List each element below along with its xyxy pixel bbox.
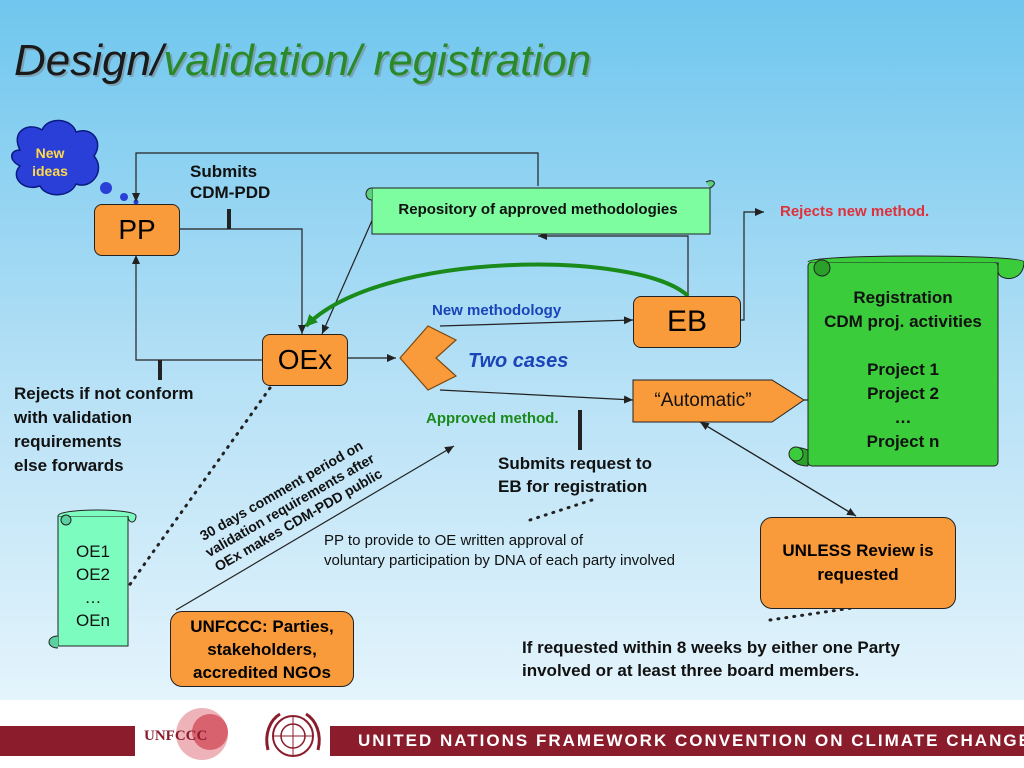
- unless-line: UNLESS Review is: [782, 541, 934, 560]
- repository-to-pp-line: [132, 152, 539, 202]
- rejects-line: with validation: [14, 408, 133, 427]
- automatic-label: “Automatic”: [654, 390, 752, 411]
- pp-provide-line: PP to provide to OE written approval of: [324, 532, 584, 549]
- rejects-new-method-label: Rejects new method.: [780, 203, 930, 220]
- oe-line: …: [84, 588, 102, 607]
- pp-box: PP: [94, 204, 180, 256]
- if-requested-text: If requested within 8 weeks by either on…: [522, 636, 900, 682]
- eb-box: EB: [633, 296, 741, 348]
- parties-line: accredited NGOs: [193, 662, 331, 682]
- two-cases-label: Two cases: [468, 350, 569, 372]
- footer-banner: UNITED NATIONS FRAMEWORK CONVENTION ON C…: [330, 726, 1024, 756]
- submits-request-line: EB for registration: [498, 477, 648, 496]
- new-ideas-cloud-icon: [11, 119, 139, 205]
- rejects-line: Rejects if not conform: [14, 384, 194, 403]
- unfccc-to-two-cases-line: [175, 445, 455, 611]
- registration-line: Project n: [866, 432, 940, 451]
- automatic-box: [632, 379, 805, 423]
- un-emblem-icon: [265, 712, 321, 757]
- pp-provide-line: voluntary participation by DNA of each p…: [324, 552, 676, 569]
- title-part-2: validation/ registration: [163, 36, 592, 85]
- if-requested-line: involved or at least three board members…: [522, 661, 860, 680]
- oex-box: OEx: [262, 334, 348, 386]
- parties-line: stakeholders,: [207, 639, 317, 659]
- two-cases-to-eb-line: [439, 316, 634, 327]
- pp-provide-text: PP to provide to OE written approval of …: [324, 531, 675, 571]
- oe-line: OE1: [75, 542, 111, 561]
- unless-line: requested: [817, 565, 899, 584]
- unless-review-box: UNLESS Review is requested: [760, 517, 956, 609]
- registration-line: Project 1: [867, 360, 939, 379]
- oe-line: OE2: [75, 565, 111, 584]
- submits-line-2: CDM-PDD: [190, 183, 271, 202]
- registration-line: Registration: [853, 288, 953, 307]
- eb-label: EB: [666, 305, 708, 338]
- dotted-connector: [124, 386, 272, 592]
- if-requested-line: If requested within 8 weeks by either on…: [522, 638, 900, 657]
- unfccc-logo: UNFCCC: [144, 708, 228, 760]
- footer-band-left: [0, 726, 135, 756]
- dotted-connector: [528, 498, 594, 522]
- approved-method-label: Approved method.: [426, 410, 559, 427]
- footer-banner-text: UNITED NATIONS FRAMEWORK CONVENTION ON C…: [358, 731, 1024, 750]
- registration-line: Project 2: [867, 384, 939, 403]
- oe-scroll: [48, 509, 137, 649]
- title-part-1: Design/: [14, 36, 164, 85]
- repository-to-oex-line: [321, 206, 379, 335]
- registration-line: …: [894, 408, 912, 427]
- automatic-unless-line-back: [699, 421, 857, 517]
- two-cases-to-automatic-line: [439, 389, 634, 404]
- eb-to-rejects-line: [740, 208, 764, 321]
- registration-line: [808, 334, 998, 358]
- rejects-line: requirements: [14, 432, 122, 451]
- pp-label: PP: [118, 214, 156, 245]
- eb-to-oex-curve: [304, 262, 690, 328]
- rejects-if-not-conform-text: Rejects if not conform with validation r…: [14, 382, 193, 478]
- submits-request-line: Submits request to: [498, 454, 652, 473]
- oex-to-pp-line: [132, 255, 262, 361]
- submits-request-text: Submits request to EB for registration: [498, 452, 652, 498]
- unfccc-logo-text: UNFCCC: [144, 728, 207, 744]
- oe-list-text: OE1 OE2 … OEn: [58, 540, 128, 632]
- oe-line: OEn: [75, 611, 111, 630]
- submits-line-1: Submits: [190, 162, 258, 181]
- registration-scroll: [788, 255, 1024, 467]
- unfccc-parties-box: UNFCCC: Parties, stakeholders, accredite…: [170, 611, 354, 687]
- submits-cdm-pdd-text: Submits CDM-PDD: [190, 161, 270, 203]
- new-methodology-label: New methodology: [432, 302, 562, 319]
- repository-scroll: [365, 180, 715, 235]
- oex-label: OEx: [277, 344, 333, 375]
- repository-label: Repository of approved methodologies: [398, 201, 678, 218]
- slide-title: Design/validation/ registration: [14, 36, 591, 86]
- two-cases-arrow-icon: [399, 325, 458, 391]
- registration-line: CDM proj. activities: [824, 312, 982, 331]
- pp-to-oex-line: [178, 228, 306, 334]
- parties-line: UNFCCC: Parties,: [190, 616, 334, 636]
- registration-text: Registration CDM proj. activities Projec…: [808, 286, 998, 454]
- new-ideas-label: New ideas: [32, 145, 68, 179]
- dotted-connector: [768, 606, 854, 622]
- rejects-line: else forwards: [14, 456, 124, 475]
- eb-to-repository-line: [538, 232, 689, 296]
